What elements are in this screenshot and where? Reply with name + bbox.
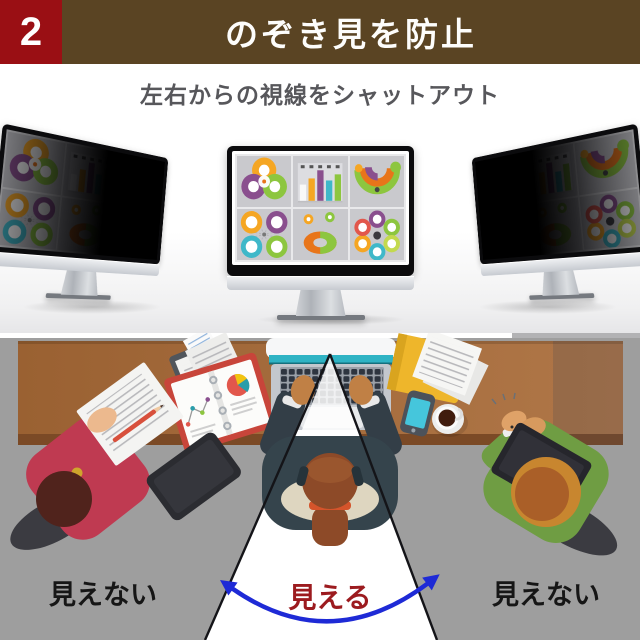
monitor-right xyxy=(471,123,640,301)
red-binder-with-charts xyxy=(164,352,277,454)
cone-edge-left xyxy=(203,353,332,640)
person-center-arms xyxy=(260,375,402,459)
step-number: 2 xyxy=(19,9,43,54)
monitor-bezel xyxy=(227,146,414,276)
monitor-left xyxy=(0,123,169,301)
bars-infographic-panel xyxy=(522,143,578,203)
neck xyxy=(312,506,348,546)
label-not-visible-left: 見えない xyxy=(49,580,157,610)
monitor-shadow xyxy=(22,300,162,314)
hand xyxy=(348,375,374,405)
step-number-badge: 2 xyxy=(0,0,62,64)
donut-infographic-panel xyxy=(293,209,348,260)
label-visible-center: 見える xyxy=(288,582,371,613)
red-pencil xyxy=(112,404,164,443)
viewing-angle-arrow xyxy=(220,574,440,624)
viewing-cone-over-laptop xyxy=(302,357,358,430)
floor-upper-strip xyxy=(512,333,640,340)
monitor-stand xyxy=(540,270,579,296)
flower-infographic-panel xyxy=(476,154,526,210)
person-left xyxy=(10,362,241,550)
label-not-visible-right: 見えない xyxy=(492,580,600,610)
bars-infographic-panel xyxy=(293,156,348,207)
donut-infographic-panel xyxy=(527,197,584,255)
arc-infographic-panel xyxy=(349,156,404,207)
head xyxy=(36,471,92,527)
title-banner: のぞき見を防止 xyxy=(62,0,640,64)
monitor-right-screen xyxy=(475,129,640,260)
monitor-stand xyxy=(295,290,346,316)
writing-paper xyxy=(76,362,184,466)
person-center xyxy=(262,436,398,546)
rings-infographic-panel xyxy=(237,209,292,260)
desk-scene: 見えない 見える 見えない xyxy=(0,333,640,640)
pinwheel-infographic-panel xyxy=(349,209,404,260)
monitor-bezel xyxy=(0,123,169,265)
arc-infographic-panel xyxy=(114,154,164,210)
coffee-cup xyxy=(432,404,468,437)
person-right xyxy=(481,392,618,556)
donut-infographic-panel xyxy=(56,197,113,255)
hand xyxy=(290,375,316,405)
hand xyxy=(87,407,117,433)
monitor-left-screen xyxy=(0,129,165,260)
header: 2 のぞき見を防止 xyxy=(0,0,640,64)
monitor-chin xyxy=(227,276,414,290)
subtitle-text: 左右からの視線をシャットアウト xyxy=(140,82,500,108)
subtitle: 左右からの視線をシャットアウト xyxy=(0,64,640,122)
monitor-bezel xyxy=(471,123,640,265)
monitor-center-screen xyxy=(235,154,406,262)
bars-infographic-panel xyxy=(61,143,118,203)
flower-infographic-panel xyxy=(237,156,292,207)
tablet xyxy=(146,432,241,521)
monitor-stand xyxy=(61,270,100,296)
lined-papers xyxy=(412,333,483,396)
laptop-lid xyxy=(266,338,396,359)
monitor-center xyxy=(227,146,414,320)
smartphone xyxy=(400,390,436,437)
cone-edge-right xyxy=(328,353,439,640)
monitor-shadow xyxy=(478,300,618,314)
pinwheel-infographic-panel xyxy=(109,204,160,259)
arc-infographic-panel xyxy=(574,131,638,196)
banner-title: のぞき見を防止 xyxy=(225,16,477,53)
flower-infographic-panel xyxy=(2,131,66,196)
monitor-inner-frame xyxy=(232,151,409,265)
monitor-base xyxy=(276,315,365,320)
pinwheel-infographic-panel xyxy=(579,188,640,250)
rings-infographic-panel xyxy=(0,188,61,250)
rings-infographic-panel xyxy=(480,204,531,259)
